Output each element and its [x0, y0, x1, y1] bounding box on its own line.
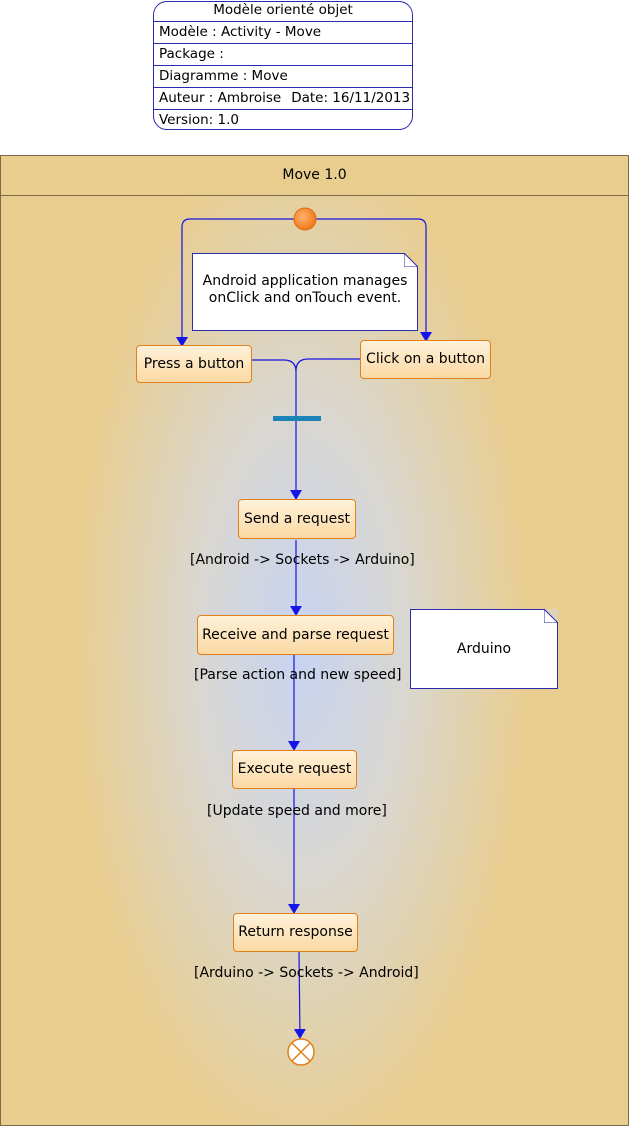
node-execute-request-label: Execute request	[237, 761, 352, 777]
arduino-note[interactable]: Arduino	[410, 609, 558, 689]
arduino-note-text: Arduino	[456, 641, 512, 657]
note-fold-icon	[404, 253, 418, 267]
swimlane-title: Move 1.0	[1, 156, 628, 196]
model-info-package: Package :	[154, 43, 412, 65]
node-return-response[interactable]: Return response	[233, 913, 358, 952]
node-receive-parse[interactable]: Receive and parse request	[197, 615, 394, 655]
node-click-button[interactable]: Click on a button	[360, 340, 491, 379]
node-click-button-label: Click on a button	[366, 351, 485, 367]
flow-press-fork	[252, 359, 297, 417]
node-press-button-label: Press a button	[143, 356, 245, 372]
android-note-text: Android application manages onClick and …	[202, 273, 408, 306]
node-execute-request[interactable]: Execute request	[232, 750, 357, 789]
flow-click-fork	[295, 358, 360, 372]
guard-android-to-arduino: [Android -> Sockets -> Arduino]	[190, 552, 415, 568]
model-info-diagram: Diagramme : Move	[154, 65, 412, 87]
note-fold-icon	[544, 609, 558, 623]
model-info-title: Modèle orienté objet	[213, 2, 353, 18]
guard-parse-action: [Parse action and new speed]	[194, 667, 402, 683]
node-receive-parse-label: Receive and parse request	[202, 627, 389, 643]
model-info-box: Modèle orienté objet Modèle : Activity -…	[153, 1, 413, 130]
node-return-response-label: Return response	[238, 924, 353, 940]
model-info-version: Version: 1.0	[154, 109, 412, 129]
flow-start-click	[316, 218, 432, 342]
guard-arduino-to-android: [Arduino -> Sockets -> Android]	[194, 965, 419, 981]
start-node[interactable]	[293, 207, 317, 231]
end-node[interactable]	[287, 1038, 315, 1066]
android-note[interactable]: Android application manages onClick and …	[192, 253, 418, 331]
node-press-button[interactable]: Press a button	[136, 345, 252, 383]
model-info-author-row: Auteur : Ambroise Date: 16/11/2013	[154, 87, 412, 109]
guard-update-speed: [Update speed and more]	[207, 803, 387, 819]
flow-start-press	[176, 218, 294, 347]
node-send-request[interactable]: Send a request	[238, 499, 356, 539]
fork-bar[interactable]	[273, 416, 321, 421]
model-info-date: Date: 16/11/2013	[291, 90, 411, 106]
model-info-author: Auteur : Ambroise	[159, 90, 282, 106]
flow-return-end	[293, 951, 306, 1039]
node-send-request-label: Send a request	[244, 511, 350, 527]
model-info-model: Modèle : Activity - Move	[154, 21, 412, 43]
